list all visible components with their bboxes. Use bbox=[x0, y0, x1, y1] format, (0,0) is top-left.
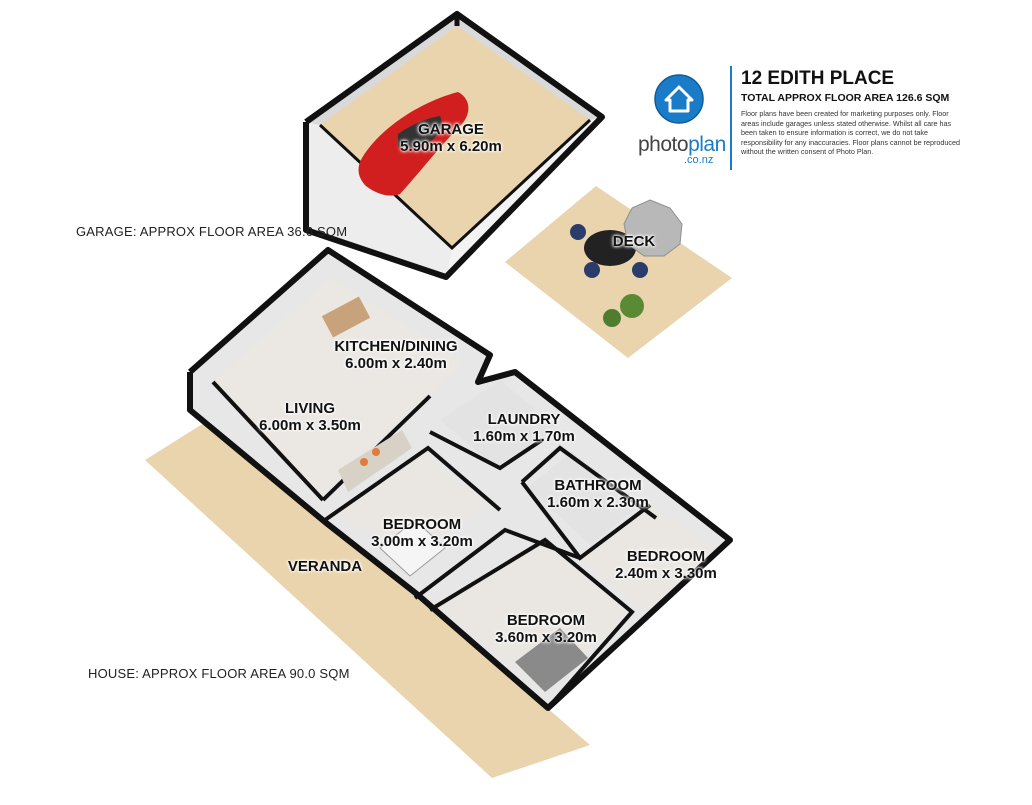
room-label-veranda: VERANDA bbox=[280, 558, 370, 575]
room-name: VERANDA bbox=[287, 558, 363, 575]
room-name: BEDROOM bbox=[506, 612, 586, 629]
logo-word-plan: plan bbox=[688, 133, 726, 156]
sofa-icon bbox=[338, 430, 412, 492]
room-size: 3.60m x 3.20m bbox=[495, 629, 597, 646]
room-label-garage: GARAGE 5.90m x 6.20m bbox=[392, 121, 510, 155]
room-size: 6.00m x 3.50m bbox=[259, 417, 361, 434]
bed-icon bbox=[515, 628, 588, 692]
disclaimer-text: Floor plans have been created for market… bbox=[741, 109, 960, 157]
room-label-bedroom-1: BEDROOM 3.00m x 3.20m bbox=[360, 516, 484, 550]
deck-floor bbox=[505, 186, 732, 358]
logo-domain: .co.nz bbox=[684, 154, 714, 166]
room-name: BEDROOM bbox=[382, 516, 462, 533]
logo-word-photo: photo bbox=[638, 133, 689, 156]
umbrella-icon bbox=[623, 199, 683, 257]
room-size: 1.60m x 2.30m bbox=[547, 494, 649, 511]
total-floor-area: TOTAL APPROX FLOOR AREA 126.6 SQM bbox=[741, 92, 950, 104]
room-name: GARAGE bbox=[418, 121, 484, 138]
room-label-deck: DECK bbox=[600, 233, 668, 250]
veranda-floor bbox=[145, 418, 590, 778]
dining-table-icon bbox=[321, 296, 371, 338]
house-in-circle-icon bbox=[654, 74, 704, 124]
car-icon bbox=[358, 92, 469, 196]
room-name: KITCHEN/DINING bbox=[334, 338, 458, 355]
room-label-bedroom-3: BEDROOM 3.60m x 3.20m bbox=[484, 612, 608, 646]
room-label-kitchen-dining: KITCHEN/DINING 6.00m x 2.40m bbox=[322, 338, 470, 372]
plant-icon bbox=[603, 294, 644, 327]
room-label-laundry: LAUNDRY 1.60m x 1.70m bbox=[462, 411, 586, 445]
room-label-bedroom-2: BEDROOM 2.40m x 3.30m bbox=[604, 548, 728, 582]
room-label-bathroom: BATHROOM 1.60m x 2.30m bbox=[534, 477, 662, 511]
room-name: DECK bbox=[612, 233, 656, 250]
house-area-note: HOUSE: APPROX FLOOR AREA 90.0 SQM bbox=[88, 666, 350, 681]
room-size: 6.00m x 2.40m bbox=[345, 355, 447, 372]
garage-structure bbox=[303, 11, 605, 280]
room-size: 3.00m x 3.20m bbox=[371, 533, 473, 550]
header-divider bbox=[730, 66, 732, 170]
property-title: 12 EDITH PLACE bbox=[741, 68, 895, 89]
bed-icon bbox=[379, 519, 446, 577]
house-structure bbox=[187, 247, 733, 711]
logo-wordmark: photoplan bbox=[638, 133, 726, 157]
header: photoplan .co.nz 12 EDITH PLACE TOTAL AP… bbox=[638, 66, 1018, 176]
room-size: 2.40m x 3.30m bbox=[615, 565, 717, 582]
outdoor-table-icon bbox=[570, 224, 648, 278]
room-name: BATHROOM bbox=[554, 477, 642, 494]
garage-area-note: GARAGE: APPROX FLOOR AREA 36.6 SQM bbox=[76, 224, 348, 239]
room-name: LIVING bbox=[284, 400, 335, 417]
room-size: 5.90m x 6.20m bbox=[400, 138, 502, 155]
room-label-living: LIVING 6.00m x 3.50m bbox=[250, 400, 370, 434]
room-name: LAUNDRY bbox=[487, 411, 561, 428]
room-size: 1.60m x 1.70m bbox=[473, 428, 575, 445]
room-name: BEDROOM bbox=[626, 548, 706, 565]
